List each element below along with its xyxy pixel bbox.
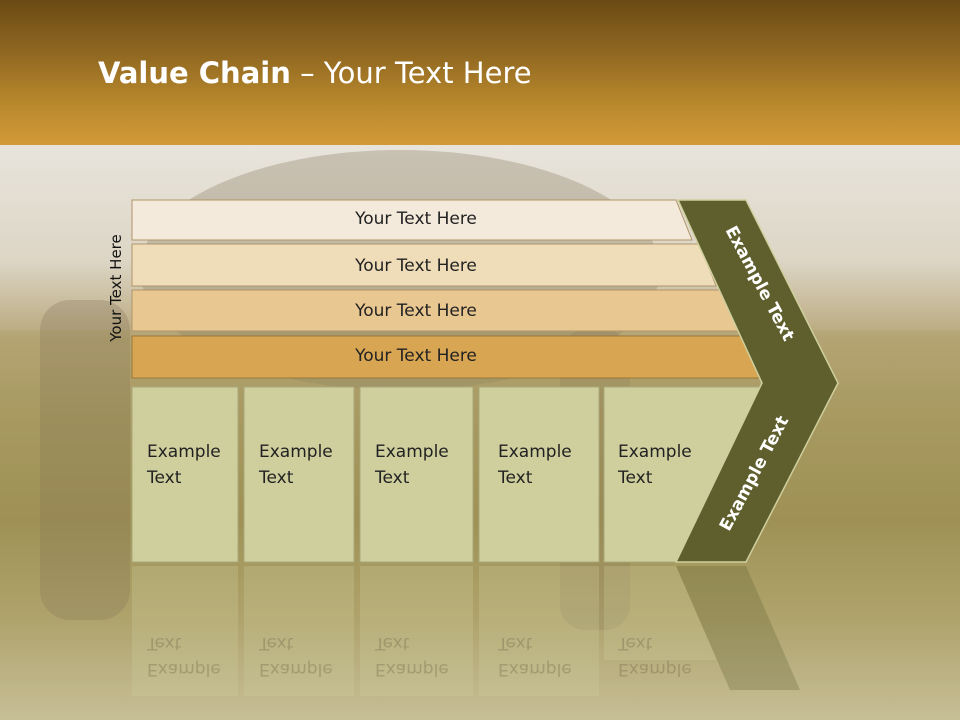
chevron-arrow (674, 199, 839, 563)
reflect-label-4: Example Text (498, 630, 572, 682)
reflect-2-line2: Text (259, 633, 294, 653)
reflect-4-line1: Example (498, 659, 572, 679)
title-rest: – Your Text Here (290, 56, 532, 90)
reflect-label-3: Example Text (375, 630, 449, 682)
title-bold: Value Chain (98, 56, 291, 90)
box-2 (243, 386, 355, 563)
reflection-group (132, 566, 800, 696)
reflect-label-2: Example Text (259, 630, 333, 682)
box-4-line1: Example (498, 442, 572, 462)
reflect-1-line2: Text (147, 633, 182, 653)
reflect-5-line1: Example (618, 659, 692, 679)
box-4-line2: Text (498, 468, 533, 488)
bar-label-3: Your Text Here (355, 301, 477, 321)
box-2-line1: Example (259, 442, 333, 462)
box-1-line2: Text (147, 468, 182, 488)
page-title: Value Chain – Your Text Here (98, 56, 532, 90)
bar-label-2: Your Text Here (355, 256, 477, 276)
reflect-3-line2: Text (375, 633, 410, 653)
reflect-label-1: Example Text (147, 630, 221, 682)
box-4 (478, 386, 600, 563)
reflect-4-line2: Text (498, 633, 533, 653)
box-2-line2: Text (259, 468, 294, 488)
bar-1 (131, 199, 693, 241)
box-5-line2: Text (618, 468, 653, 488)
box-3-line1: Example (375, 442, 449, 462)
reflect-3-line1: Example (375, 659, 449, 679)
reflect-label-5: Example Text (618, 630, 692, 682)
box-3-line2: Text (375, 468, 410, 488)
header-bar (0, 0, 960, 145)
box-1 (131, 386, 239, 563)
reflect-1-line1: Example (147, 659, 221, 679)
bar-label-1: Your Text Here (355, 209, 477, 229)
box-5-line1: Example (618, 442, 692, 462)
reflect-5-line2: Text (618, 633, 653, 653)
bar-label-4: Your Text Here (355, 346, 477, 366)
reflect-2-line1: Example (259, 659, 333, 679)
bar-2 (131, 243, 717, 287)
box-3 (359, 386, 474, 563)
box-1-line1: Example (147, 442, 221, 462)
